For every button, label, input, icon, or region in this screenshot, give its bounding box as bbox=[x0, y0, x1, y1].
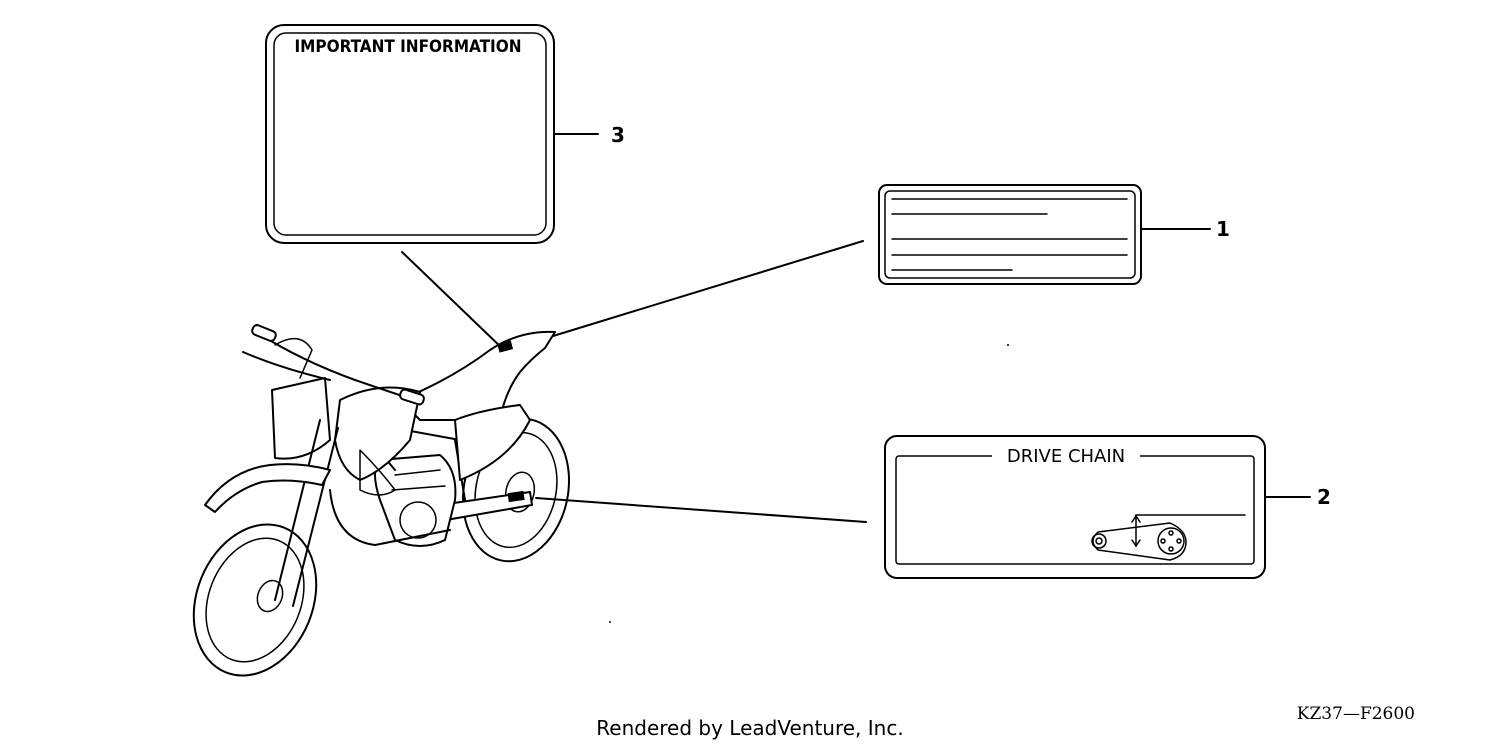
motorcycle-illustration bbox=[192, 324, 571, 677]
drive-chain-label[interactable]: DRIVE CHAIN bbox=[884, 435, 1266, 579]
callout-number-3: 3 bbox=[611, 123, 625, 147]
important-information-label[interactable]: IMPORTANT INFORMATION bbox=[265, 24, 555, 244]
callout-number-1: 1 bbox=[1216, 217, 1230, 241]
leader-line-1 bbox=[539, 240, 864, 341]
render-credit: Rendered by LeadVenture, Inc. bbox=[596, 716, 904, 740]
chain-slack-icon bbox=[1091, 514, 1246, 561]
leader-line-3 bbox=[401, 251, 505, 351]
drive-chain-title: DRIVE CHAIN bbox=[1007, 446, 1125, 467]
important-information-title: IMPORTANT INFORMATION bbox=[294, 37, 521, 57]
leader-line-2 bbox=[535, 497, 867, 523]
callout-number-2: 2 bbox=[1317, 485, 1331, 509]
diagram-code: KZ37—F2600 bbox=[1297, 704, 1415, 724]
warning-label[interactable] bbox=[878, 184, 1142, 285]
